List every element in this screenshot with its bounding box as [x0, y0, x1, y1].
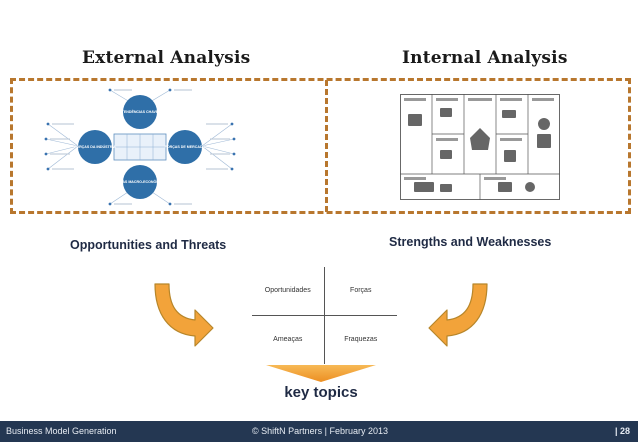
swot-matrix: Oportunidades Forças Ameaças Fraquezas [252, 267, 397, 364]
market-node-label: FORÇAS DE MERCADO [165, 145, 206, 149]
analysis-frame [10, 78, 631, 214]
footer-copyright: © ShiftN Partners | February 2013 [252, 426, 389, 436]
left-curved-arrow [154, 283, 214, 347]
swot-opportunities: Oportunidades [252, 267, 325, 316]
footer-page-number: | 28 [614, 426, 630, 436]
key-topics-label: key topics [284, 384, 358, 401]
down-chevron-arrow [266, 365, 376, 382]
analysis-divider [325, 80, 328, 212]
swot-weaknesses: Fraquezas [344, 336, 378, 344]
internal-analysis-diagram [400, 94, 560, 200]
footer-bar: Business Model Generation © ShiftN Partn… [0, 421, 638, 442]
strengths-weaknesses-caption: Strengths and Weaknesses [389, 235, 552, 249]
macro-node-label: FORÇAS MACRO-ECONÔMICAS [112, 179, 168, 184]
macro-node [123, 165, 157, 199]
industry-node [78, 130, 112, 164]
external-analysis-heading: External Analysis [82, 48, 251, 68]
opportunities-threats-caption: Opportunities and Threats [70, 238, 227, 252]
industry-node-label: FORÇAS DA INDÚSTRIA [74, 144, 116, 149]
market-node [168, 130, 202, 164]
trend-node [123, 95, 157, 129]
footer-title: Business Model Generation [6, 426, 117, 436]
trend-node-label: TENDÊNCIAS CHAVE [122, 109, 159, 114]
swot-threats: Ameaças [252, 315, 325, 364]
right-curved-arrow [428, 283, 488, 347]
swot-strengths: Forças [324, 267, 397, 316]
external-analysis-diagram: TENDÊNCIAS CHAVE FORÇAS DA INDÚSTRIA FOR… [44, 88, 236, 206]
internal-analysis-heading: Internal Analysis [402, 48, 568, 68]
